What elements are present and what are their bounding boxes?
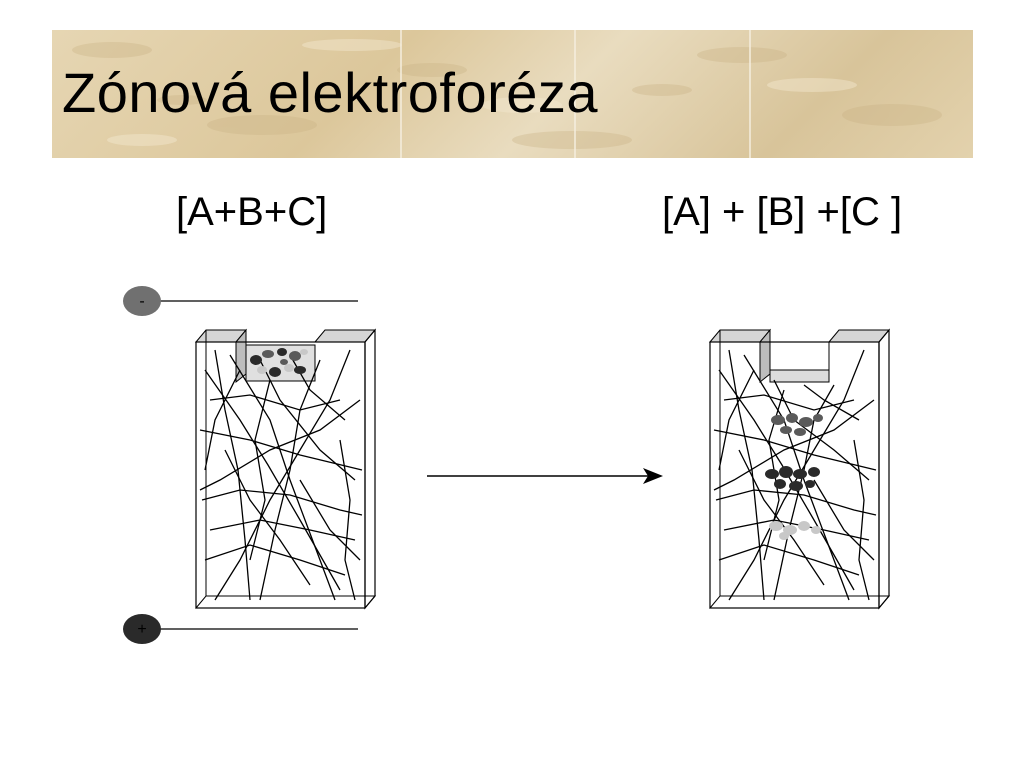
negative-electrode: - [123,286,358,316]
zone-a [771,413,823,436]
mixture-label: [A+B+C] [176,190,328,234]
zone-c [769,521,821,540]
slide-title: Zónová elektroforéza [62,61,599,124]
zone-b [765,466,820,491]
separated-label: [A] + [B] +[C ] [662,190,903,234]
negative-sign: - [139,293,144,310]
positive-sign: + [137,621,146,638]
process-arrow [427,468,663,484]
positive-electrode: + [123,614,358,644]
sample-mixture [250,348,308,377]
parchment-texture [72,30,942,158]
gel-fibers-left [199,349,363,601]
gel-after [708,328,891,610]
gel-before [194,328,377,610]
title-band: Zónová elektroforéza [52,30,973,158]
